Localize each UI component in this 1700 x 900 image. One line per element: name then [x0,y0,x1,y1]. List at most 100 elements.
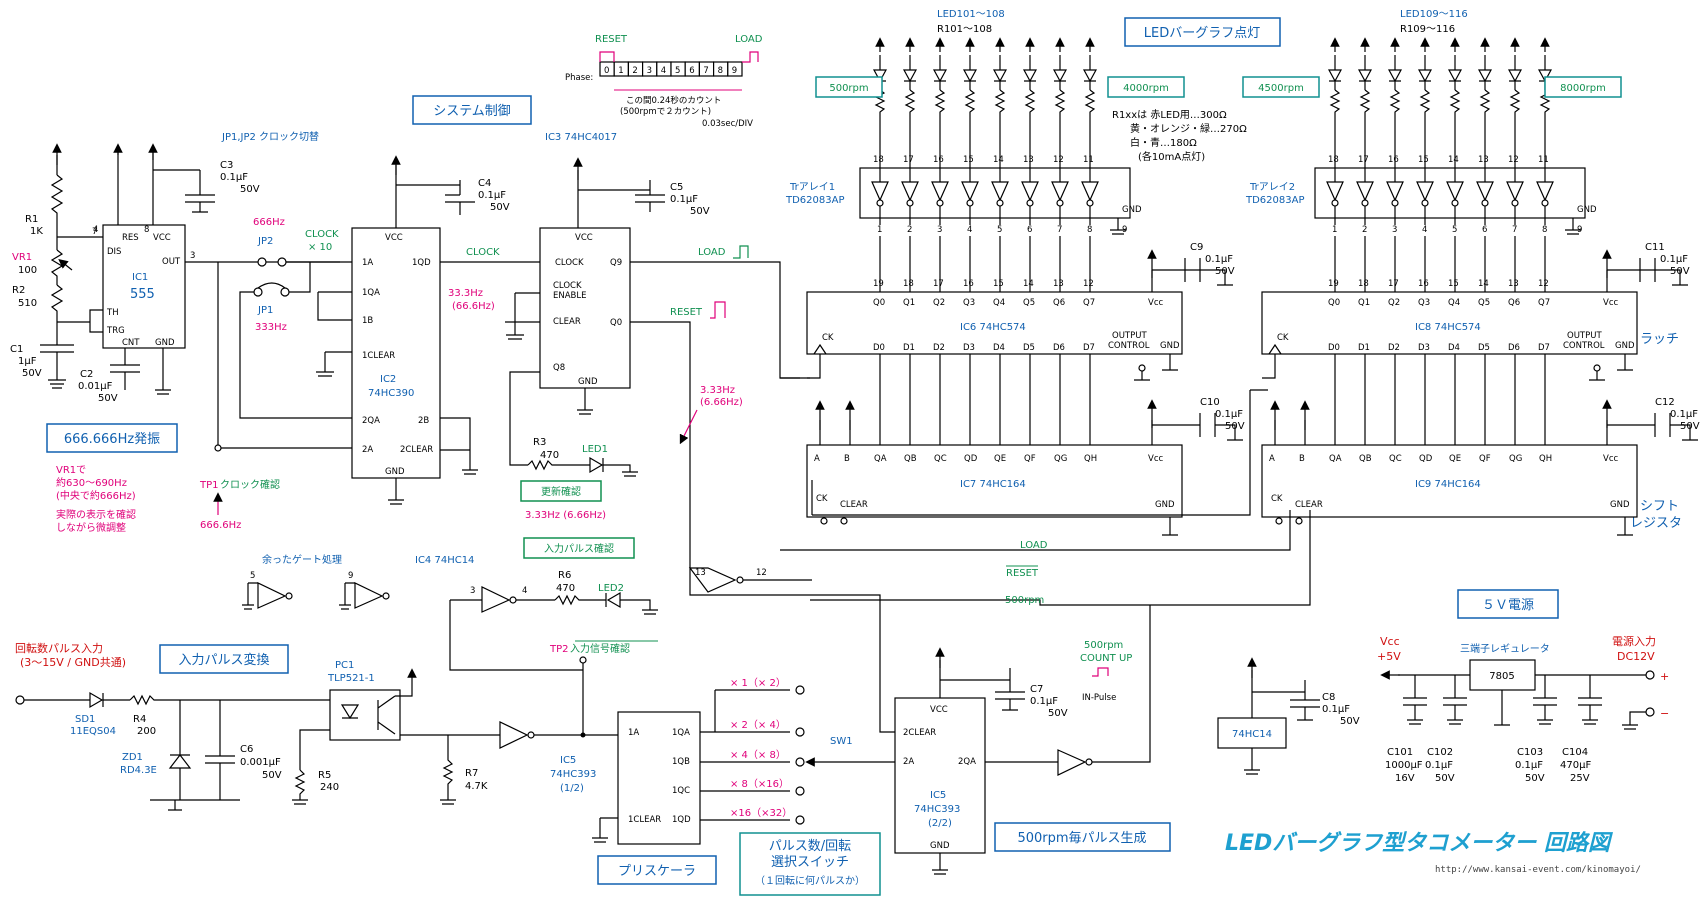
svg-text:4: 4 [522,586,527,596]
svg-text:18: 18 [873,155,884,165]
switch-contact[interactable] [795,757,805,767]
section-power: ５Ｖ電源 [1457,589,1559,619]
latch-d-label: D0 [873,343,885,353]
switch-contact[interactable] [795,786,805,796]
svg-text:PC1: PC1 [335,660,354,671]
section-pulse-generation: 500rpm毎パルス生成 [994,822,1171,852]
svg-text:4: 4 [967,225,972,235]
svg-text:TLP521-1: TLP521-1 [327,673,375,684]
svg-text:C7: C7 [1030,684,1043,695]
section-led-bargraph: LEDバーグラフ点灯 [1124,17,1281,47]
shift-pin-label: A [814,454,820,464]
resistor-icon [934,89,946,150]
svg-text:+5V: +5V [1377,650,1401,663]
svg-text:14: 14 [1478,279,1489,289]
buffer-icon [931,181,949,202]
svg-text:12: 12 [1538,279,1549,289]
svg-text:17: 17 [933,279,944,289]
svg-text:14: 14 [1448,155,1459,165]
svg-text:更新確認: 更新確認 [541,485,581,498]
ic-74hc164 [1261,444,1638,518]
svg-text:GND: GND [1160,341,1180,351]
shift-name: IC7 74HC164 [960,479,1026,490]
svg-text:Q8: Q8 [553,363,565,373]
regulator-7805: 7805 三端子レギュレータ [1460,642,1550,691]
svg-text:しながら微調整: しながら微調整 [56,521,126,534]
ic-74hc574 [806,291,1183,355]
shift-name: IC9 74HC164 [1415,479,1481,490]
svg-text:13: 13 [1023,155,1034,165]
svg-text:IC1: IC1 [132,272,148,283]
svg-text:システム制御: システム制御 [433,104,511,119]
svg-text:17: 17 [1358,155,1369,165]
resistor-icon [1449,89,1461,150]
rpm-4500-badge: 4500rpm [1242,76,1320,98]
svg-text:11: 11 [1083,155,1094,165]
svg-text:50V: 50V [490,202,510,213]
svg-text:666.666Hz発振: 666.666Hz発振 [64,432,160,447]
svg-text:50V: 50V [1340,716,1360,727]
resistor-icon [1359,89,1371,150]
label-shift: シフト [1640,499,1679,514]
svg-text:SW1: SW1 [830,736,853,747]
shift-pin-label: QC [1389,454,1402,464]
svg-text:白・青…180Ω: 白・青…180Ω [1130,136,1197,149]
section-input-conversion: 入力パルス変換 [159,644,289,674]
switch-option-label: × 1（× 2） [730,677,786,689]
svg-text:15: 15 [963,155,974,165]
latch-q-label: Q4 [1448,298,1460,308]
switch-contact[interactable] [795,685,805,695]
latch-q-label: Q0 [1328,298,1340,308]
rpm-4000-badge: 4000rpm [1107,76,1185,98]
ic5a-74hc393: 1A 1QA 1QB 1QC 1QD 1CLEAR IC5 74HC393 (1… [550,711,701,845]
svg-text:1QC: 1QC [672,786,690,796]
buffer-icon [1386,181,1404,202]
svg-text:2CLEAR: 2CLEAR [903,728,936,738]
svg-text:12: 12 [1508,155,1519,165]
svg-text:C9: C9 [1190,242,1203,253]
svg-text:RESET: RESET [595,34,628,45]
svg-text:50V: 50V [1225,421,1245,432]
svg-text:666.6Hz: 666.6Hz [200,520,241,531]
shift-pin-label: QE [994,454,1006,464]
svg-text:13: 13 [1053,279,1064,289]
shift-pin-label: QD [1419,454,1433,464]
svg-text:GND: GND [930,841,950,851]
resistor-icon [994,89,1006,150]
latch-q-label: Q1 [903,298,915,308]
switch-option-label: × 2（× 4） [730,719,786,731]
latch-d-label: D2 [933,343,945,353]
svg-text:ZD1: ZD1 [122,752,143,763]
svg-text:12: 12 [756,568,767,578]
svg-text:CLEAR: CLEAR [840,500,868,510]
label-unused-gate: 余ったゲート処理 [262,553,342,566]
svg-text:18: 18 [1358,279,1369,289]
svg-text:TP2: TP2 [549,644,569,655]
svg-text:50V: 50V [22,368,42,379]
svg-text:(中央で約666Hz): (中央で約666Hz) [56,489,136,502]
svg-text:50V: 50V [1525,773,1545,784]
svg-text:2: 2 [907,225,912,235]
rpm-8000-badge: 8000rpm [1544,76,1622,98]
svg-text:50V: 50V [262,770,282,781]
phase-cell-label: 9 [732,66,737,76]
buffer-icon [1536,181,1554,202]
svg-text:2CLEAR: 2CLEAR [400,445,433,455]
svg-text:500rpm: 500rpm [1084,640,1123,651]
svg-text:R1: R1 [25,214,38,225]
svg-text:18: 18 [903,279,914,289]
svg-text:33.3Hz: 33.3Hz [448,288,483,299]
svg-text:CONTROL: CONTROL [1108,341,1150,351]
svg-text:500rpm: 500rpm [1005,595,1044,606]
svg-text:C4: C4 [478,178,491,189]
ic4-label: IC4 74HC14 [415,555,474,566]
svg-text:× 10: × 10 [308,242,332,253]
svg-text:0.1μF: 0.1μF [1322,704,1350,715]
phase-cell-label: 5 [675,66,680,76]
svg-text:17: 17 [903,155,914,165]
capacitor-icon [1533,675,1557,725]
phase-cell-label: 7 [703,66,708,76]
switch-contact[interactable] [795,727,805,737]
led-icon [1477,55,1493,90]
switch-contact[interactable] [795,815,805,825]
